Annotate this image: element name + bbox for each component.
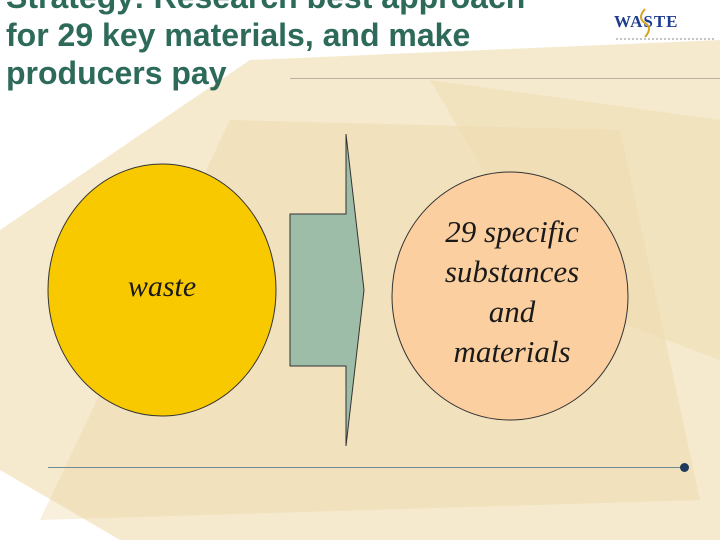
materials-label: 29 specific substances and materials bbox=[396, 212, 628, 372]
materials-circle bbox=[391, 171, 629, 421]
logo-tagline-graphic bbox=[616, 38, 716, 40]
footer-rule bbox=[48, 467, 684, 468]
waste-logo: WASTE bbox=[612, 8, 720, 52]
title-line-1: Strategy: Research best approach bbox=[6, 0, 606, 16]
title-rule bbox=[290, 78, 720, 79]
title-line-3: producers pay bbox=[6, 55, 227, 91]
waste-circle bbox=[47, 163, 277, 417]
title-line-2: for 29 key materials, and make bbox=[6, 17, 471, 53]
materials-label-line-1: 29 specific bbox=[445, 214, 579, 249]
materials-label-line-4: materials bbox=[453, 334, 571, 369]
materials-label-line-2: substances bbox=[444, 254, 580, 289]
slide-title: Strategy: Research best approach for 29 … bbox=[6, 0, 606, 92]
waste-label: waste bbox=[127, 270, 197, 303]
logo-swirl-icon bbox=[640, 8, 650, 38]
logo-text: WASTE bbox=[614, 12, 679, 31]
right-arrow-icon bbox=[289, 133, 365, 447]
materials-label-line-3: and bbox=[488, 294, 536, 329]
footer-dot bbox=[680, 463, 689, 472]
